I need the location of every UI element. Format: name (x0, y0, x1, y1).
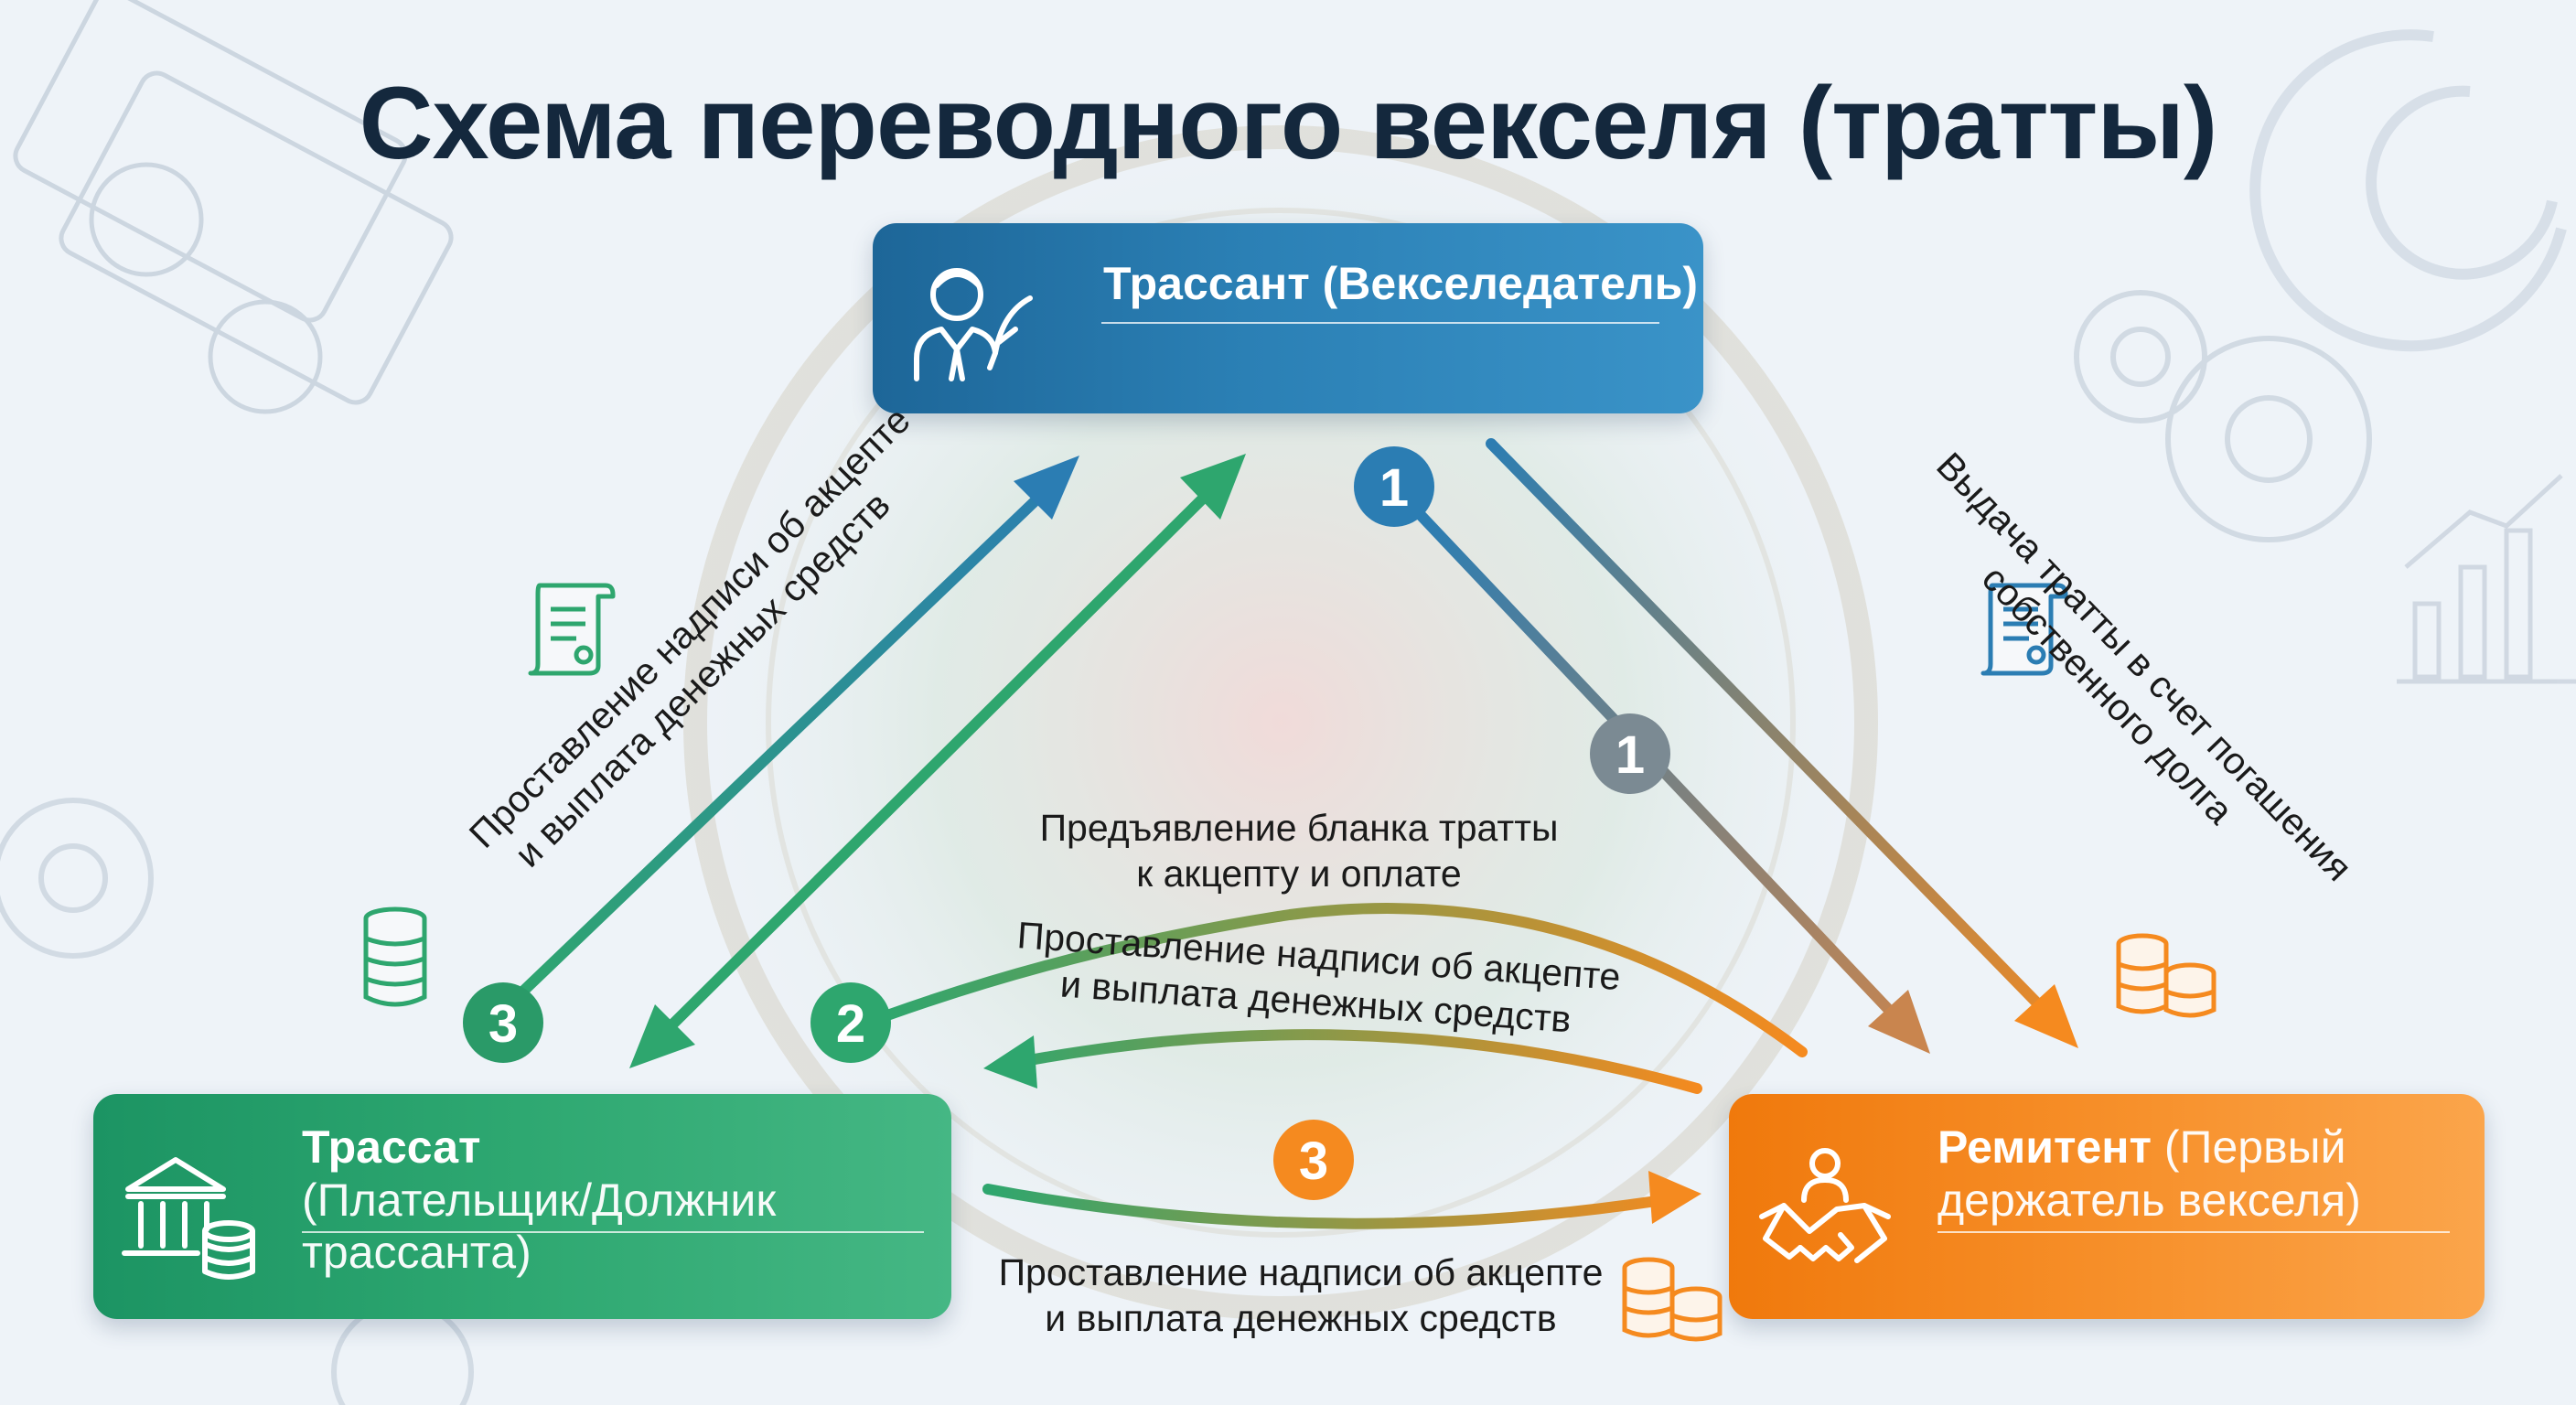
coin-stack-icon-bottom (1622, 1257, 1723, 1342)
bank-with-coins-icon (122, 1157, 255, 1280)
arrowhead-drawer-outer (1014, 456, 1079, 520)
coin-stack-icon-left (363, 906, 427, 1007)
page-title: Схема переводного векселя (тратты) (359, 66, 2218, 180)
svg-text:3: 3 (488, 994, 518, 1054)
arrow-drawee-drawer-inner (653, 479, 1222, 1044)
step-badge-1-top: 1 (1354, 446, 1434, 527)
payee-box: Ремитент (Первый держатель векселя) (1729, 1094, 2485, 1319)
step-badge-3-left: 3 (463, 982, 543, 1063)
target-decor-icon (2249, 29, 2567, 352)
payee-title: Ремитент (1937, 1121, 2152, 1173)
businessman-with-quill-icon (914, 268, 1033, 381)
bar-chart-decor-icon (2397, 474, 2576, 684)
arrowhead-drawer-inner (1180, 454, 1246, 520)
payee-subtitle-part1: (Первый (2163, 1121, 2346, 1173)
document-scroll-icon-right (1980, 583, 2068, 676)
handshake-icon (1759, 1148, 1891, 1263)
svg-text:2: 2 (836, 994, 865, 1054)
svg-text:1: 1 (1615, 725, 1645, 785)
payee-subtitle-part2: держатель векселя) (1937, 1174, 2361, 1226)
arrow-payee-to-drawee-upper (882, 903, 1808, 1057)
arrow-drawee-to-drawer-outer (507, 479, 1057, 1007)
arrowhead-drawee-lower (983, 1035, 1037, 1089)
arrowhead-payee-bottom (1648, 1171, 1701, 1224)
document-scroll-icon (528, 583, 616, 676)
svg-text:3: 3 (1299, 1132, 1328, 1191)
drawee-box: Трассат (Плательщик/Должник трассанта) (93, 1094, 951, 1319)
arrow-drawer-to-payee-outer (1486, 438, 2055, 1021)
drawer-box: Трассант (Векселедатель) (873, 223, 1703, 413)
arrow-drawee-to-payee-bottom (982, 1184, 1680, 1229)
arrow-payee-to-drawee-lower (1019, 1029, 1702, 1094)
banknote-decor-icon (13, 0, 454, 414)
step-badge-1-middle: 1 (1590, 713, 1670, 794)
arrowhead-payee-inner (1868, 990, 1930, 1054)
step-badge-2: 2 (810, 982, 891, 1063)
drawer-title: Трассант (Векселедатель) (1103, 258, 1699, 309)
drawee-title: Трассат (302, 1121, 481, 1173)
svg-text:1: 1 (1379, 458, 1409, 518)
arrowhead-payee-outer (2014, 984, 2078, 1048)
step-badge-3-bottom: 3 (1273, 1120, 1354, 1200)
drawee-subtitle: (Плательщик/Должник трассанта) (302, 1174, 777, 1279)
arrowhead-drawee-inner (629, 1004, 695, 1068)
coin-stack-icon-right (2116, 933, 2216, 1018)
